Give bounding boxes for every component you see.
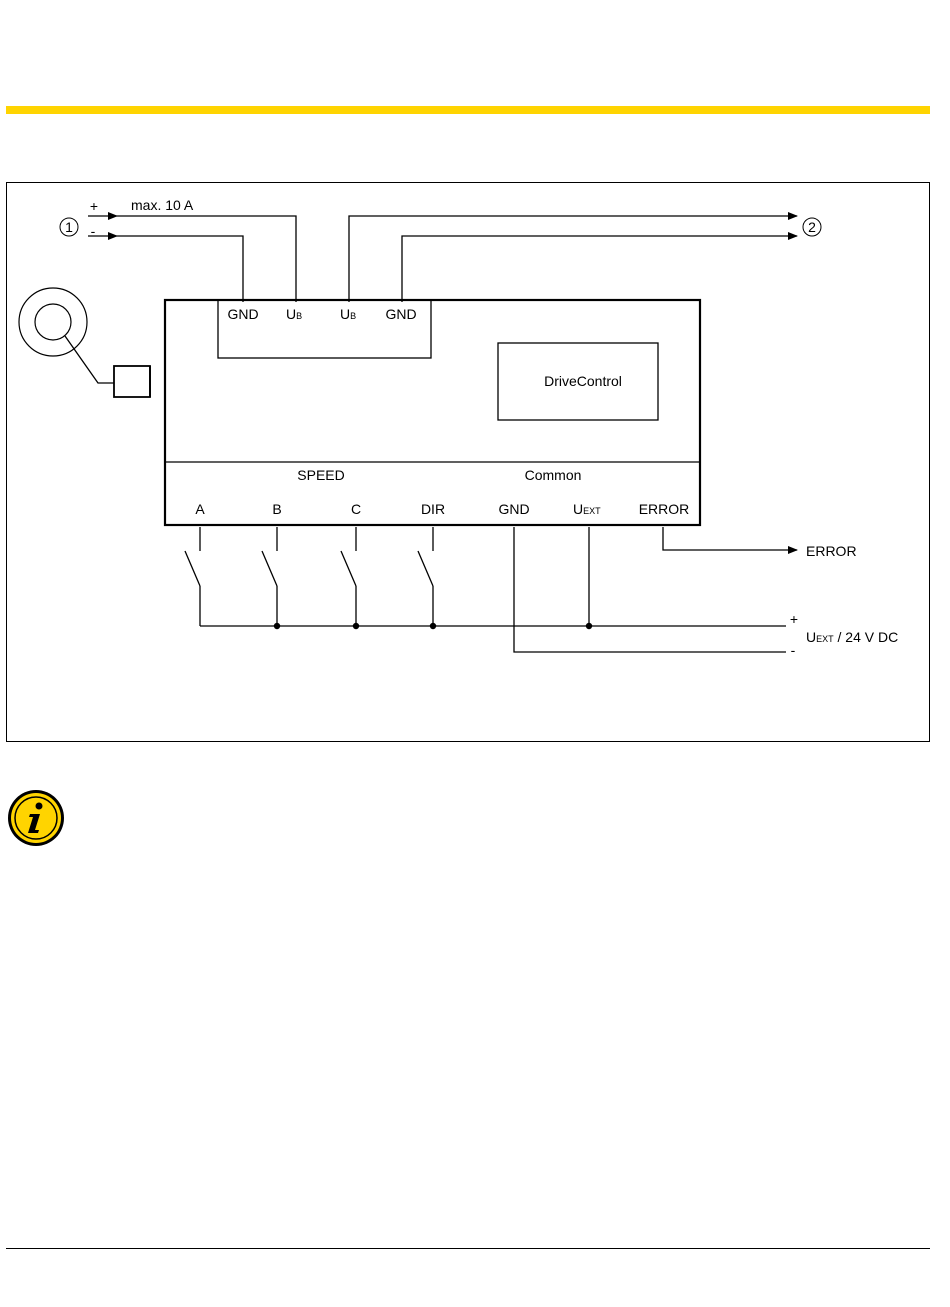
svg-text:2: 2: [808, 219, 816, 235]
wiring-diagram: 1 + - max. 10 A 2 GND UB UB GND DriveCon…: [0, 0, 950, 760]
power-gnd-right-label: GND: [385, 306, 416, 322]
terminal-uext-label: UEXT: [573, 501, 601, 517]
power-ub-left-label: UB: [286, 306, 302, 322]
power-ub-right-label: UB: [340, 306, 356, 322]
switch-dir: [418, 527, 433, 626]
terminal-c-label: C: [351, 501, 361, 517]
max-current-label: max. 10 A: [131, 197, 194, 213]
drivecontrol-label: DriveControl: [544, 373, 622, 389]
terminal-gnd-label: GND: [498, 501, 529, 517]
motor-roller-symbol: [19, 288, 150, 397]
switch-b: [262, 527, 277, 626]
input-plus-wire: [117, 216, 296, 302]
supply-minus-sign: -: [791, 642, 796, 658]
output-minus-wire: [402, 236, 797, 302]
power-gnd-left-label: GND: [227, 306, 258, 322]
switch-a: [185, 527, 200, 626]
svg-text:1: 1: [65, 219, 73, 235]
supply-minus-wire: [514, 527, 786, 652]
info-icon: [6, 788, 66, 848]
switch-c: [341, 527, 356, 626]
error-output-wire: [663, 527, 797, 550]
input-minus-wire: [117, 236, 243, 302]
plus-sign-input: +: [90, 198, 98, 214]
terminal-dir-label: DIR: [421, 501, 445, 517]
input-marker: 1: [60, 218, 78, 236]
footer-rule: [6, 1248, 930, 1249]
controller-box: [165, 300, 700, 525]
supply-voltage-label: UEXT / 24 V DC: [806, 629, 898, 645]
error-output-label: ERROR: [806, 543, 857, 559]
terminal-error-label: ERROR: [639, 501, 690, 517]
section-common-label: Common: [525, 467, 582, 483]
supply-plus-sign: +: [790, 611, 798, 627]
output-plus-wire: [349, 216, 797, 302]
section-speed-label: SPEED: [297, 467, 344, 483]
output-marker: 2: [803, 218, 821, 236]
terminal-a-label: A: [195, 501, 205, 517]
terminal-b-label: B: [272, 501, 281, 517]
